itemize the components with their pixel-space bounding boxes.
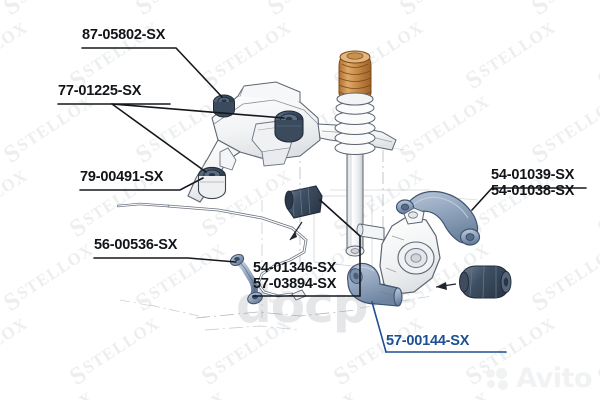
stabilizer-link [229, 253, 263, 305]
leader-54-01346-branch [319, 199, 361, 297]
leader-79-00491 [79, 177, 204, 191]
callout-text-line1: 54-01039-SX [491, 167, 575, 183]
bushing-knuckle [435, 265, 512, 299]
callout-text-line2: 57-03894-SX [253, 275, 337, 292]
leader-lines [57, 47, 587, 297]
stabilizer-bar [116, 202, 308, 301]
callout-56-00536: 56-00536-SX [94, 237, 178, 254]
bushing-stabilizer [284, 185, 323, 241]
callout-79-00491: 79-00491-SX [80, 169, 164, 186]
callout-54-01346: 54-01346-SX 57-03894-SX [253, 260, 337, 292]
callout-text-line1: 54-01346-SX [253, 260, 337, 276]
leader-56-00536 [93, 257, 237, 263]
leader-87-05802 [81, 47, 223, 98]
callout-54-01039: 54-01039-SX 54-01038-SX [491, 167, 575, 199]
callout-text-line2: 54-01038-SX [491, 182, 575, 199]
bushing-rear-axle [197, 166, 227, 200]
callout-57-00144: 57-00144-SX [386, 333, 470, 350]
callout-text: 77-01225-SX [58, 83, 142, 99]
callout-text: 79-00491-SX [80, 169, 164, 185]
leader-line-highlight [371, 301, 507, 353]
callout-text: 56-00536-SX [94, 237, 178, 253]
leader-77-01225-branch-left [111, 103, 207, 173]
bushing-mount-right [274, 110, 304, 143]
callout-77-01225: 77-01225-SX [58, 83, 142, 100]
leader-77-01225-branch-right [111, 103, 285, 119]
callout-87-05802: 87-05802-SX [82, 27, 166, 44]
leader-54-01039 [471, 187, 587, 211]
shock-absorber-strut [334, 50, 376, 257]
bump-stop-boot [338, 50, 372, 100]
wheel-knuckle [356, 207, 441, 303]
callout-text: 87-05802-SX [82, 27, 166, 43]
leader-57-00144-branch [371, 301, 387, 353]
callout-text: 57-00144-SX [386, 333, 470, 349]
